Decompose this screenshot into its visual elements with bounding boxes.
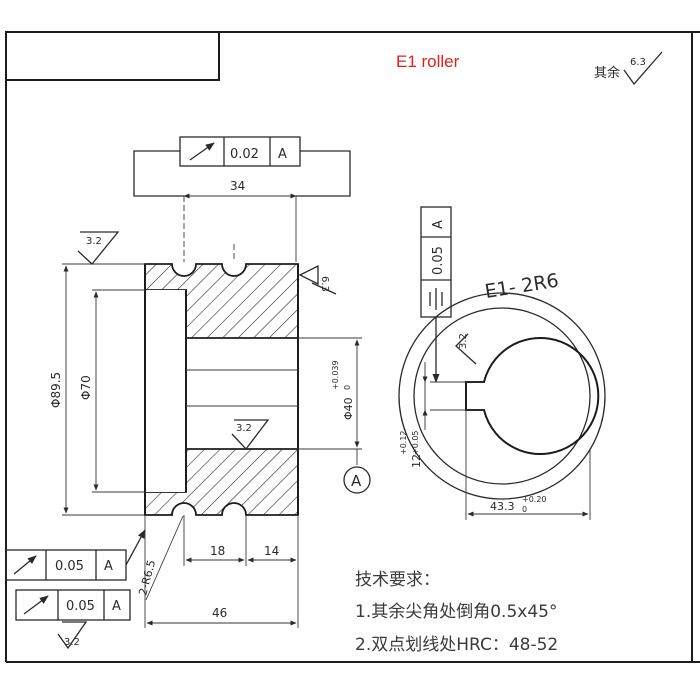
dim-pitch-2: 14 <box>264 544 279 558</box>
engraving-text: E1- 2R6 <box>483 270 560 303</box>
drawing-title: E1 roller <box>396 52 460 71</box>
notes-heading: 技术要求： <box>355 570 440 590</box>
circular-runout-icon <box>23 595 49 615</box>
dim-key-width-tol-lower: +0.05 <box>411 430 420 455</box>
dim-bore-tol-lower: 0 <box>343 385 352 390</box>
dim-top-width-label: 34 <box>230 179 245 193</box>
dim-key-depth-tol-lower: 0 <box>522 505 527 514</box>
roughness-symbol-icon <box>623 51 663 86</box>
dim-bore-label: Φ40 <box>342 397 355 420</box>
roughness-keyway-value: 3.2 <box>458 333 469 349</box>
symmetry-icon <box>429 288 443 310</box>
dim-total-width: 46 <box>212 606 227 620</box>
dim-key-width-tol-upper: +0.12 <box>399 430 408 455</box>
technical-notes: 技术要求： 1.其余尖角处倒角0.5x45° 2.双点划线处HRC：48-52 <box>355 570 558 655</box>
dim-diameters: Φ89.5 Φ70 <box>49 263 145 516</box>
fcf-top-datum: A <box>278 147 287 162</box>
fcf-left-lower-value: 0.05 <box>66 599 95 614</box>
dim-key-width: 12 +0.12 +0.05 <box>399 362 428 468</box>
sheet-frame <box>5 31 700 663</box>
fcf-keyway-value: 0.05 <box>431 246 446 275</box>
roughness-right: 6.3 <box>298 264 337 295</box>
circular-runout-icon <box>189 142 215 161</box>
notes-item-1: 1.其余尖角处倒角0.5x45° <box>355 602 557 622</box>
dim-pitch-1: 18 <box>210 544 225 558</box>
dim-bore: Φ40 +0.039 0 <box>298 337 362 465</box>
roughness-keyway: 3.2 <box>455 333 477 365</box>
notes-item-2: 2.双点划线处HRC：48-52 <box>355 635 558 655</box>
fcf-top-value: 0.02 <box>230 147 259 162</box>
general-roughness-value: 6.3 <box>630 57 646 68</box>
fcf-left-lower-datum: A <box>112 599 121 614</box>
fcf-left-upper: 0.05 A <box>5 529 146 581</box>
dim-key-depth-tol-upper: +0.20 <box>522 495 547 504</box>
title-block <box>5 31 220 81</box>
roughness-fcf-value: 3.2 <box>64 637 80 648</box>
roughness-outer-value: 3.2 <box>86 236 102 247</box>
fcf-left-upper-datum: A <box>104 559 113 574</box>
section-view <box>144 196 299 516</box>
fcf-keyway-datum: A <box>431 220 446 229</box>
end-view <box>398 292 606 520</box>
fcf-top: 0.02 A <box>133 136 351 197</box>
dim-top-width: 34 <box>183 179 297 199</box>
roughness-bore-value: 3.2 <box>236 423 252 434</box>
circular-runout-icon <box>13 555 37 575</box>
general-roughness: 其余 6.3 <box>594 51 663 86</box>
section-hatch-lower <box>144 448 299 516</box>
dim-bore-tol-upper: +0.039 <box>331 360 340 390</box>
dim-key-width-label: 12 <box>410 454 423 468</box>
roughness-bore: 3.2 <box>231 419 270 451</box>
roughness-outer: 3.2 <box>77 231 120 265</box>
roughness-right-value: 6.3 <box>319 276 330 292</box>
outer-circle <box>398 292 606 500</box>
fcf-left-lower: 0.05 A 3.2 <box>15 589 131 650</box>
fcf-left-upper-value: 0.05 <box>55 559 84 574</box>
bore-keyway-outline <box>465 337 600 455</box>
dim-bottom: 18 14 46 2-R6.5 <box>136 515 299 628</box>
section-hatch-upper <box>144 263 299 339</box>
dim-groove-radius: 2-R6.5 <box>136 559 158 597</box>
datum-a-label: A <box>351 472 362 490</box>
fcf-keyway: 0.05 A <box>420 206 452 383</box>
dim-key-depth: 43.3 +0.20 0 <box>467 495 589 517</box>
dim-outer-diameter: Φ89.5 <box>49 372 63 408</box>
general-roughness-label: 其余 <box>594 65 620 81</box>
dim-key-depth-label: 43.3 <box>490 500 515 513</box>
datum-a: A <box>343 466 371 494</box>
dim-inner-diameter: Φ70 <box>79 375 93 400</box>
outer-circle-inner <box>413 307 591 485</box>
groove-radius-leader <box>145 515 184 601</box>
